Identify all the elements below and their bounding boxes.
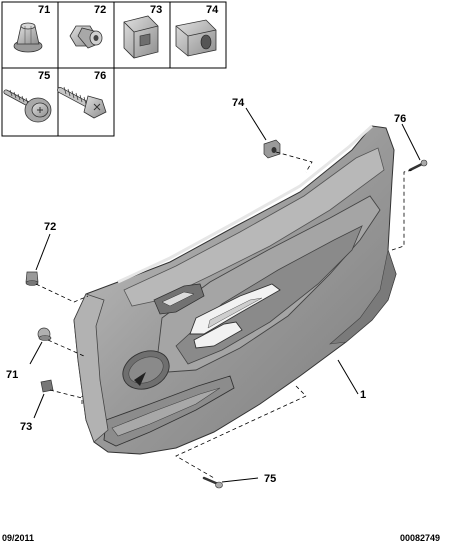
callout-71: 71 — [6, 369, 18, 381]
rivet-71-part — [37, 327, 52, 341]
screw-76-part — [408, 159, 428, 172]
screw-75-part — [202, 476, 223, 489]
legend-number-73: 73 — [150, 4, 162, 16]
rivet-72-part — [25, 271, 39, 286]
legend-number-76: 76 — [94, 70, 106, 82]
callout-72: 72 — [44, 221, 56, 233]
legend-number-74: 74 — [206, 4, 219, 16]
legend-number-71: 71 — [38, 4, 50, 16]
hex-rivet-icon — [69, 25, 103, 49]
assembly-lines — [35, 151, 413, 479]
callout-74: 74 — [232, 97, 245, 109]
cable-clip-icon — [175, 19, 217, 57]
parts-legend: 71 72 73 74 75 76 — [1, 1, 227, 137]
square-clip-icon — [123, 15, 159, 59]
footer-reference: 00082749 — [400, 533, 440, 543]
callout-73: 73 — [20, 421, 32, 433]
clip-73-part — [40, 379, 54, 393]
leader-lines — [29, 107, 421, 483]
callout-75: 75 — [264, 473, 276, 485]
callout-76: 76 — [394, 113, 406, 125]
self-tapping-screw-icon — [57, 86, 107, 119]
footer-date: 09/2011 — [2, 533, 34, 543]
callout-1: 1 — [360, 389, 366, 401]
legend-number-75: 75 — [38, 70, 50, 82]
door-trim-panel — [73, 124, 397, 455]
screw-with-washer-icon — [3, 89, 52, 123]
push-rivet-icon — [13, 22, 43, 53]
clip-74-part — [263, 139, 281, 159]
legend-number-72: 72 — [94, 4, 106, 16]
